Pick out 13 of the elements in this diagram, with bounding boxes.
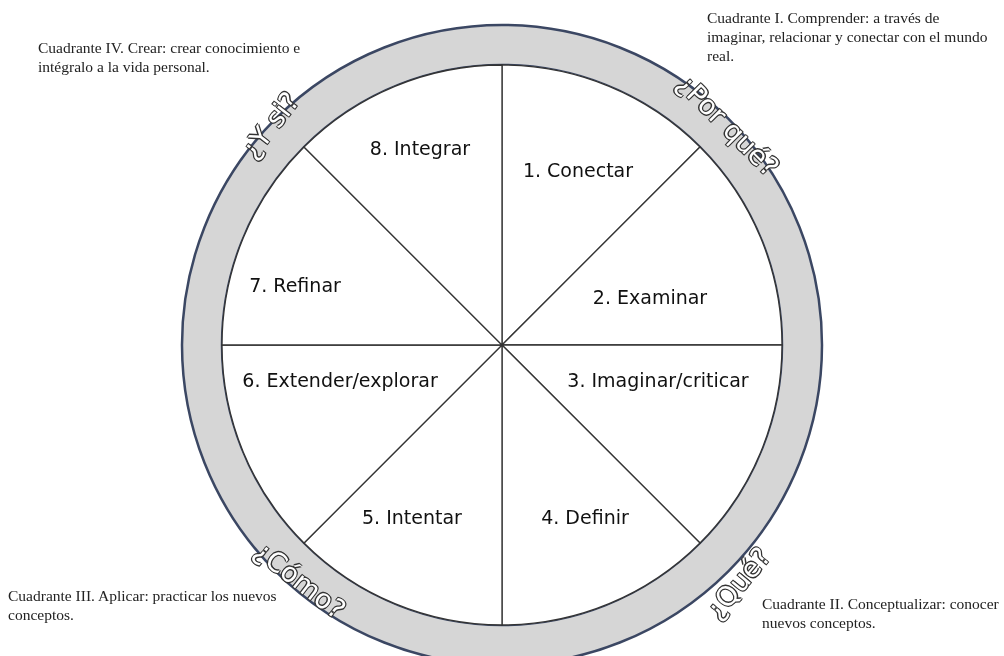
sector-label: 6. Extender/explorar: [242, 369, 438, 391]
quadrant-note: Cuadrante IV. Crear: crear conocimiento e intégralo a la vida personal.: [38, 38, 302, 76]
sector-label: 7. Refinar: [249, 274, 341, 296]
sector-label: 8. Integrar: [369, 137, 471, 159]
sector-label: 4. Definir: [541, 506, 629, 528]
sector-label: 3. Imaginar/criticar: [567, 369, 749, 391]
sector: [502, 345, 782, 543]
quadrant-note: Cuadrante I. Comprender: a través de imaginar, relacionar y conectar con el mundo real.: [707, 8, 989, 65]
sector-label: 2. Examinar: [592, 286, 708, 308]
ring-question: ¿Y si?: [234, 85, 306, 165]
sector: [222, 345, 502, 543]
sector-label: 5. Intentar: [362, 506, 462, 528]
sector-label: 1. Conectar: [522, 159, 634, 181]
